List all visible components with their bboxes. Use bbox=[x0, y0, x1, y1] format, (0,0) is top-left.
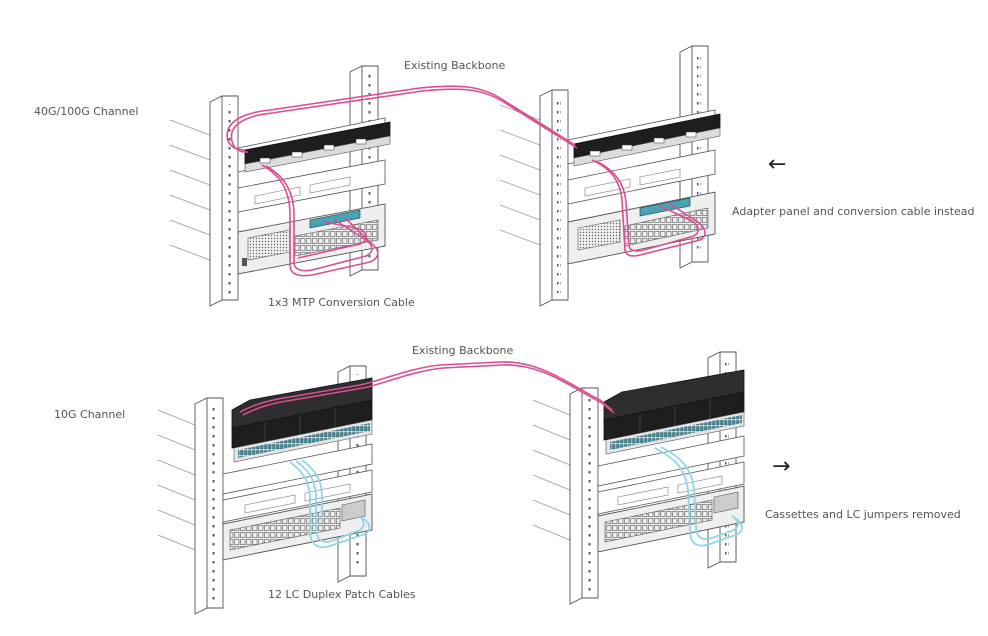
mtp-conversion-cable-top-right bbox=[591, 159, 706, 257]
channel-40g-100g-label: 40G/100G Channel bbox=[34, 105, 139, 118]
arrow-right-icon: → bbox=[772, 454, 791, 479]
mtp-conversion-cable-label: 1x3 MTP Conversion Cable bbox=[268, 296, 415, 309]
mtp-backbone-cable-top bbox=[226, 85, 578, 153]
mtp-conversion-cable-top-left bbox=[261, 164, 379, 277]
arrow-left-icon: ← bbox=[768, 152, 787, 177]
lc-patch-cables-right bbox=[654, 446, 743, 547]
lc-patch-cables-left bbox=[289, 459, 371, 549]
rack-bottom-right bbox=[532, 351, 745, 605]
rack-bottom-left bbox=[157, 365, 373, 615]
mtp-backbone-cable-bottom bbox=[239, 361, 615, 416]
existing-backbone-label-bottom: Existing Backbone bbox=[412, 344, 514, 357]
existing-backbone-label-top: Existing Backbone bbox=[404, 59, 506, 72]
adapter-panel-note: Adapter panel and conversion cable inste… bbox=[732, 205, 975, 218]
channel-10g-label: 10G Channel bbox=[54, 408, 126, 421]
lc-duplex-patch-cables-label: 12 LC Duplex Patch Cables bbox=[268, 588, 416, 601]
rack-top-right bbox=[499, 45, 721, 307]
rack-top-left bbox=[169, 65, 391, 307]
cassettes-removed-note: Cassettes and LC jumpers removed bbox=[765, 508, 961, 521]
